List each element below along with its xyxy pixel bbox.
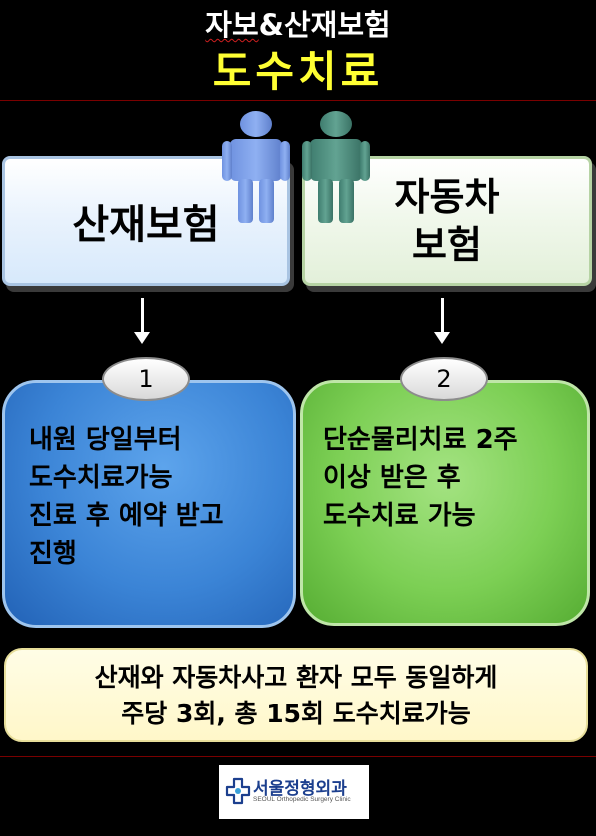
note-line-1: 산재와 자동차사고 환자 모두 동일하게 bbox=[94, 663, 498, 692]
step-1-number: 1 bbox=[102, 357, 190, 401]
person-icon bbox=[222, 111, 290, 223]
clinic-subtitle: SEOUL Orthopedic Surgery Clinic bbox=[253, 796, 351, 803]
step-2-number-text: 2 bbox=[436, 365, 452, 393]
header-subtitle: 도수치료 bbox=[212, 47, 384, 96]
step-1-line: 도수치료가능 bbox=[29, 463, 173, 493]
step-2-number: 2 bbox=[400, 357, 488, 401]
step-2-box: 단순물리치료 2주 이상 받은 후 도수치료 가능 bbox=[300, 380, 590, 626]
bottom-divider bbox=[0, 756, 596, 757]
down-arrow-right-shaft bbox=[441, 298, 444, 332]
step-1-line: 진행 bbox=[29, 539, 77, 569]
clinic-logo: 서울정형외과 SEOUL Orthopedic Surgery Clinic bbox=[219, 765, 369, 819]
down-arrow-left-icon bbox=[134, 332, 150, 344]
step-2-line: 도수치료 가능 bbox=[323, 501, 476, 531]
clinic-name: 서울정형외과 bbox=[253, 779, 347, 799]
step-2-line: 이상 받은 후 bbox=[323, 463, 461, 493]
step-1-number-text: 1 bbox=[138, 365, 154, 393]
auto-insurance-label-line2: 보험 bbox=[412, 223, 482, 267]
auto-insurance-label-line1: 자동차 bbox=[394, 175, 500, 219]
person-icon bbox=[302, 111, 370, 223]
note-box: 산재와 자동차사고 환자 모두 동일하게 주당 3회, 총 15회 도수치료가능 bbox=[4, 648, 588, 742]
industrial-insurance-label: 산재보험 bbox=[72, 202, 220, 248]
header-title: 자보&산재보험 bbox=[0, 2, 596, 44]
step-2-line: 단순물리치료 2주 bbox=[323, 425, 518, 455]
header-title-part1: 자보 bbox=[205, 8, 259, 42]
down-arrow-left-shaft bbox=[141, 298, 144, 332]
header-title-part2: &산재보험 bbox=[258, 8, 391, 42]
step-1-box: 내원 당일부터 도수치료가능 진료 후 예약 받고 진행 bbox=[2, 380, 296, 628]
step-1-line: 진료 후 예약 받고 bbox=[29, 501, 224, 531]
note-line-2: 주당 3회, 총 15회 도수치료가능 bbox=[121, 699, 471, 728]
top-divider bbox=[0, 100, 596, 101]
down-arrow-right-icon bbox=[434, 332, 450, 344]
step-1-line: 내원 당일부터 bbox=[29, 425, 182, 455]
medical-cross-icon bbox=[225, 777, 251, 805]
